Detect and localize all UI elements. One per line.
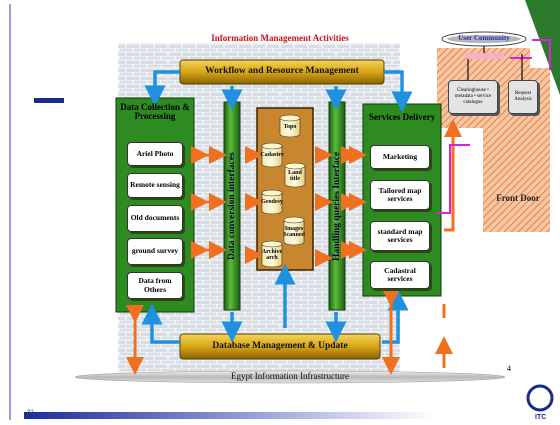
- item-ground-survey: ground survey: [127, 238, 183, 265]
- data-collection-title: Data Collection & Processing: [120, 101, 190, 121]
- diagram-title: Information Management Activities: [211, 33, 349, 44]
- db-land-title: Land title: [288, 169, 302, 182]
- item-old-documents: Old documents: [127, 205, 183, 232]
- db-archive: Archive arch: [261, 248, 283, 261]
- service-cadastral: Cadastral services: [370, 261, 430, 289]
- service-marketing: Marketing: [370, 145, 430, 169]
- infrastructure-label: Egypt Information Infrastructure: [231, 371, 349, 382]
- workflow-bar: Workflow and Resource Management: [205, 66, 359, 77]
- item-data-from-others: Data from Others: [127, 272, 183, 299]
- service-standard-map: standard map services: [370, 221, 430, 251]
- item-remote-sensing: Remote sensing: [127, 173, 183, 198]
- user-community: User Community: [458, 34, 510, 43]
- db-topo: Topo: [283, 123, 297, 130]
- handling-queries-interface: Handling queries Interface: [332, 151, 342, 261]
- database-bar: Database Management & Update: [212, 340, 348, 351]
- request-analysis-box: Request Analysis: [508, 80, 538, 114]
- db-images-scanned: Images Scanned: [283, 225, 305, 238]
- db-geodesy: Geodesy: [261, 198, 283, 205]
- page-number: 32: [27, 410, 34, 416]
- figure-number: 4: [507, 363, 511, 373]
- front-door-label: Front Door: [496, 193, 540, 204]
- db-cadastre: Cadastre: [260, 151, 284, 158]
- service-tailored-map: Tailored map services: [370, 180, 430, 210]
- itc-logo-ring: [526, 384, 554, 412]
- bullet-dash: [34, 98, 64, 103]
- corner-triangle: [525, 0, 560, 95]
- clearinghouse-box: Clearinghouse • metadata • service catal…: [448, 80, 498, 114]
- itc-logo: ITC: [535, 414, 547, 421]
- item-ariel-photo: Ariel Photo: [127, 142, 183, 166]
- services-delivery-title: Services Delivery: [368, 112, 436, 123]
- bottom-bar: [24, 412, 434, 419]
- data-conversion-interfaces: Data conversion interfaces: [227, 152, 237, 260]
